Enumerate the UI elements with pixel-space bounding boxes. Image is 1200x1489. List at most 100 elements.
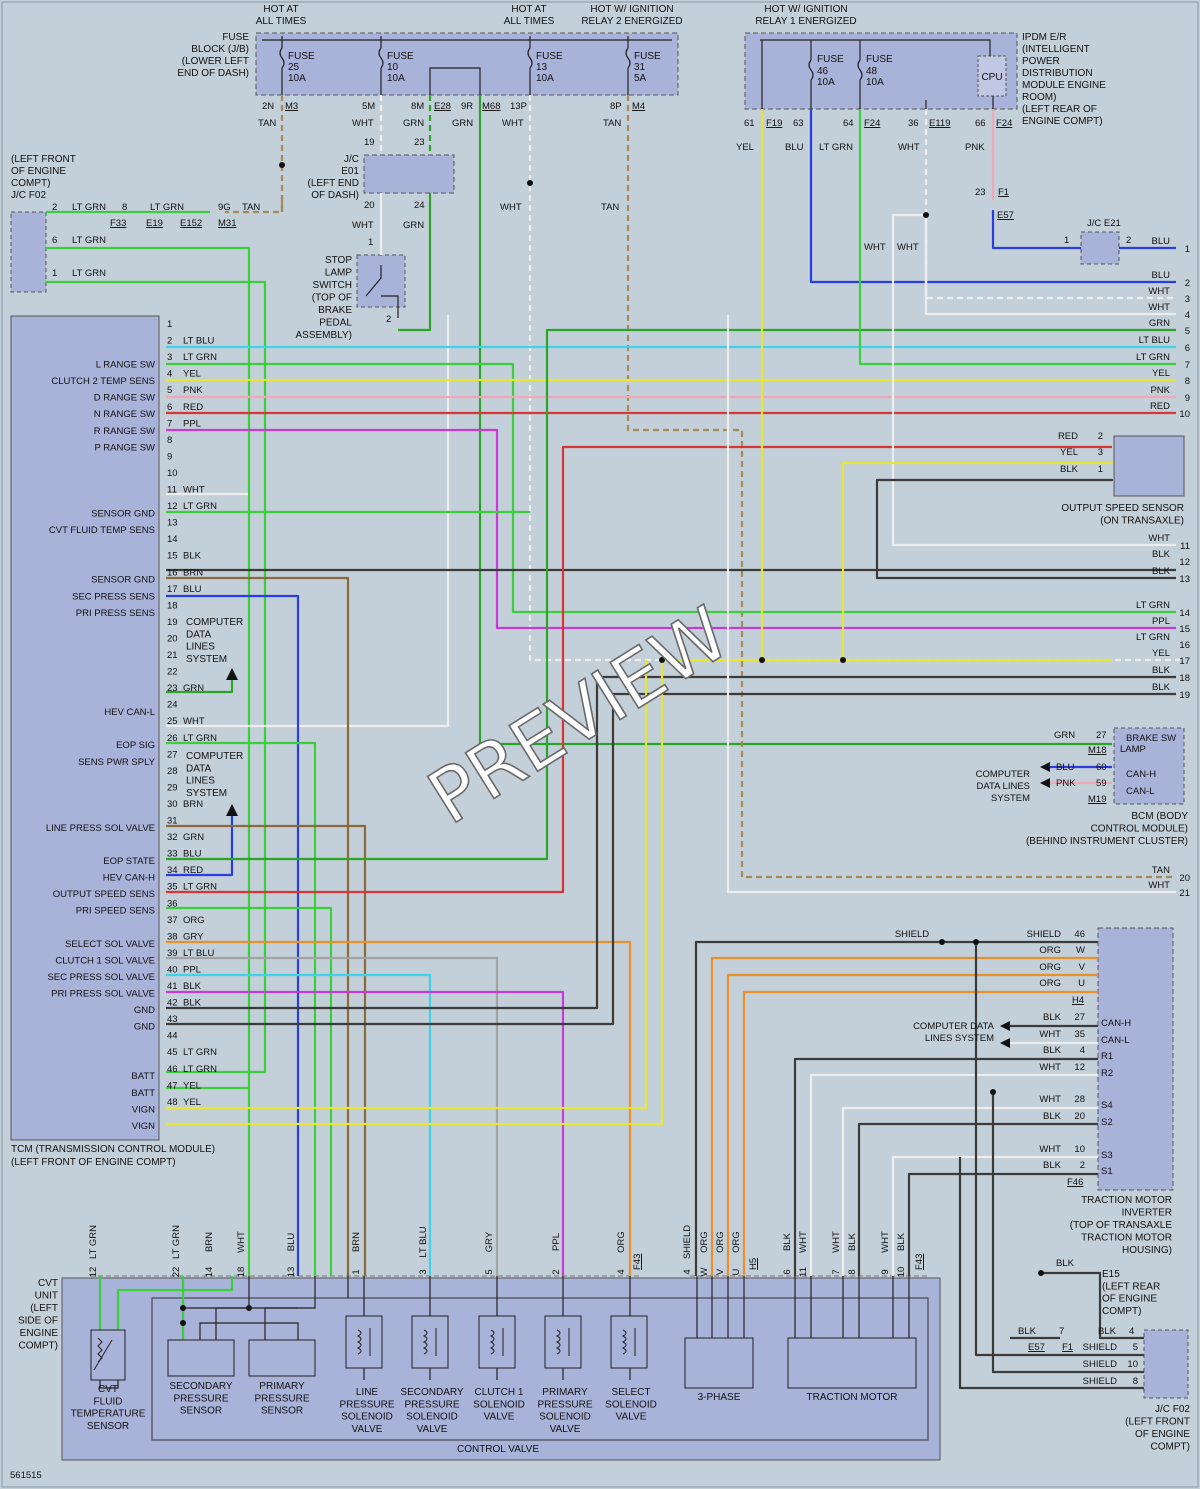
tcm-wire-color: LT GRN (183, 733, 217, 744)
cvt-wire-color: WHT (798, 1231, 809, 1253)
line-pressure-solenoid-label: LINE (356, 1387, 379, 1398)
output-speed-sensor-label: (ON TRANSAXLE) (1100, 516, 1184, 527)
connector-pin: 8 (1133, 1376, 1138, 1387)
connector-id: H4 (1072, 995, 1084, 1006)
tcm-pin-number: 3 (167, 352, 172, 363)
tcm-pin-number: 20 (167, 633, 178, 644)
bus-wire-color: WHT (1148, 302, 1170, 313)
inverter-wire-color: WHT (1039, 1029, 1061, 1040)
cvt-wire-color: ORG (616, 1231, 627, 1253)
cvt-pin-number: 8 (847, 1269, 858, 1274)
fuse-label: FUSE (634, 51, 661, 62)
tcm-wire-color: LT GRN (183, 1064, 217, 1075)
ipdm-pin: 61 (744, 118, 755, 129)
sensor-pin: 3 (1098, 447, 1103, 458)
inverter-pin: V (1079, 962, 1086, 973)
bus-pin-number: 3 (1185, 294, 1190, 305)
stop-lamp-switch-box (356, 254, 406, 308)
fuse-block-pin: 2N (262, 101, 274, 112)
hot-at-all-times-label: HOT AT (511, 4, 546, 15)
bcm-box (1113, 727, 1185, 805)
tcm-pin-number: 4 (167, 369, 172, 380)
tcm-wire-color: BLK (183, 998, 202, 1009)
bus-wire-color: RED (1150, 401, 1170, 412)
cvt-unit-label: SIDE OF (18, 1316, 58, 1327)
bus-wire-color: LT GRN (1136, 352, 1170, 363)
cvt-wire-color: ORG (731, 1231, 742, 1253)
ipdm-pin: 64 (843, 118, 854, 129)
cvt-unit-label: COMPT) (19, 1341, 58, 1352)
tcm-pin-function: CVT FLUID TEMP SENS (49, 525, 155, 536)
secondary-pressure-sensor-label: SECONDARY (169, 1381, 232, 1392)
connector-id: M31 (218, 218, 236, 229)
hot-ign-relay1-label: HOT W/ IGNITION (764, 4, 847, 15)
component-wiring (99, 1276, 910, 1389)
fuse-block-pin: 8P (610, 101, 622, 112)
connector-id: F1 (998, 187, 1009, 198)
tcm-pin-number: 22 (167, 667, 178, 678)
bus-wire-color: BLK (1152, 549, 1171, 560)
tcm-pin-number: 38 (167, 931, 178, 942)
stop-lamp-switch-label: PEDAL (319, 318, 352, 329)
wire-color-label: LT GRN (72, 268, 106, 279)
tcm-pin-function: PRI PRESS SOL VALVE (51, 988, 155, 999)
fuse-label: FUSE (536, 51, 563, 62)
wire-color-label: PNK (1056, 778, 1076, 789)
bus-pin-number: 15 (1179, 624, 1190, 635)
jc-f02-top-box (10, 211, 47, 293)
cvt-fluid-temp-sensor-label: CVT (98, 1384, 118, 1395)
computer-data-lines-label: COMPUTER (186, 751, 243, 762)
ipdm-title: ROOM) (1022, 92, 1056, 103)
bus-wire-color: PPL (1152, 616, 1170, 627)
bus-pin-number: 6 (1185, 343, 1190, 354)
ipdm-title: IPDM E/R (1022, 32, 1066, 43)
e15-ground-label: COMPT) (1102, 1306, 1141, 1317)
computer-data-lines-label: SYSTEM (186, 788, 227, 799)
jc-f02-bottom-label: OF ENGINE (1135, 1429, 1190, 1440)
wire-color-label: LT GRN (72, 235, 106, 246)
tcm-pin-number: 31 (167, 816, 178, 827)
bus-wire-color: BLK (1152, 682, 1171, 693)
bus-wire-color: YEL (1152, 368, 1170, 379)
tcm-pin-number: 11 (167, 485, 177, 496)
bus-wire-color: WHT (1148, 286, 1170, 297)
tcm-pin-function: GND (134, 1005, 155, 1016)
connector-id: F43 (914, 1254, 925, 1270)
primary-pressure-sensor-label: PRESSURE (254, 1393, 309, 1404)
tcm-pin-number: 47 (167, 1080, 178, 1091)
sensor-pin: 1 (1098, 464, 1103, 475)
shield-label: SHIELD (1083, 1376, 1117, 1387)
select-solenoid-label: VALVE (616, 1412, 647, 1423)
tcm-pin-function: OUTPUT SPEED SENS (53, 889, 155, 900)
bus-wire-color: GRN (1149, 318, 1170, 329)
tcm-pin-function: L RANGE SW (96, 360, 155, 371)
cvt-fluid-temp-sensor-label: FLUID (94, 1396, 123, 1407)
secondary-pressure-solenoid-label: SOLENOID (406, 1412, 458, 1423)
computer-data-lines-label: LINES SYSTEM (925, 1033, 994, 1044)
inverter-wire-color: BLK (1043, 1160, 1062, 1171)
tcm-wire-color: BLK (183, 551, 202, 562)
clutch1-solenoid-label: VALVE (484, 1412, 515, 1423)
bus-pin-number: 18 (1179, 673, 1190, 684)
wire-color-label: WHT (898, 142, 920, 153)
connector-id: E57 (1028, 1342, 1045, 1353)
output-speed-sensor-label: OUTPUT SPEED SENSOR (1061, 503, 1184, 514)
tcm-wire-color: WHT (183, 485, 205, 496)
wire-color-label: GRN (1054, 730, 1075, 741)
jc-f02-label: (LEFT FRONT (11, 154, 76, 165)
tcm-pin-number: 26 (167, 733, 178, 744)
e15-ground-label: (LEFT REAR (1102, 1281, 1160, 1292)
computer-data-lines-label: LINES (186, 642, 215, 653)
cvt-pin-number: 7 (831, 1269, 842, 1274)
wire-color-label: BLK (1060, 464, 1079, 475)
tcm-pin-function: HEV CAN-H (103, 873, 155, 884)
primary-pressure-solenoid-label: PRESSURE (537, 1399, 592, 1410)
primary-pressure-sensor-label: SENSOR (261, 1406, 303, 1417)
connector-id: F1 (1062, 1342, 1073, 1353)
tcm-pin-number: 21 (167, 650, 178, 661)
tcm-wire-color: RED (183, 402, 203, 413)
tcm-pin-function: SENSOR GND (91, 509, 155, 520)
tcm-pin-number: 17 (167, 584, 178, 595)
jc-e21-box (1080, 231, 1120, 265)
primary-pressure-solenoid-label: SOLENOID (539, 1412, 591, 1423)
